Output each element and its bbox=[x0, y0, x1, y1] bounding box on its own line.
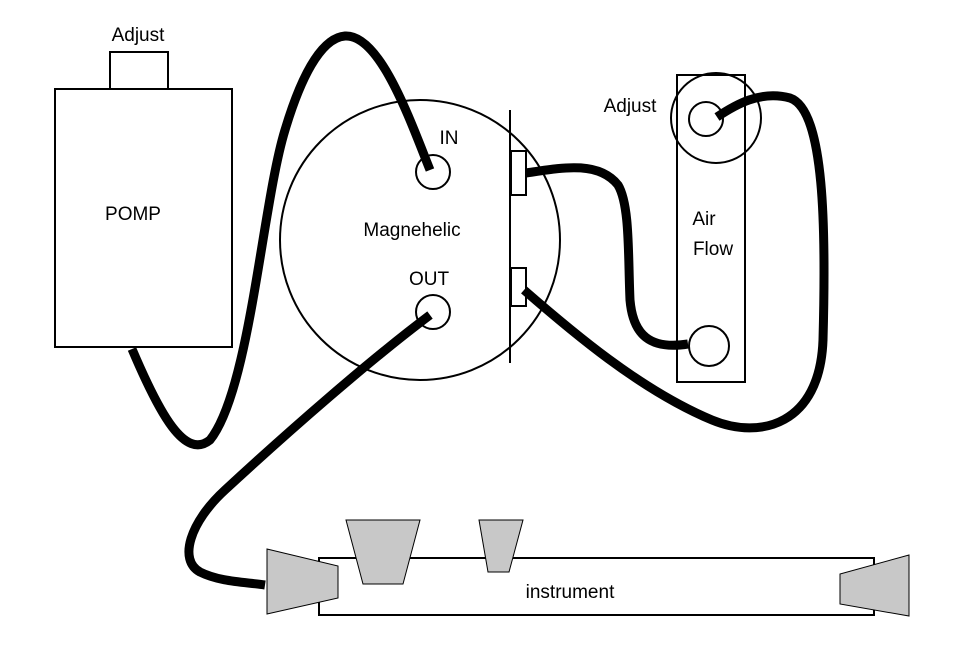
pump-adjust-label: Adjust bbox=[112, 25, 166, 46]
hose-gauge-to-airflow-top bbox=[521, 91, 829, 433]
pump-body bbox=[54, 88, 233, 348]
hose-gauge-out-to-instrument bbox=[184, 311, 433, 590]
gauge-out-label: OUT bbox=[409, 269, 450, 290]
airflow-top-port bbox=[688, 101, 724, 137]
instrument-label: instrument bbox=[526, 582, 615, 603]
instrument-top-fitting-small bbox=[478, 519, 524, 573]
airflow-label-line2: Flow bbox=[693, 239, 733, 260]
instrument-outlet-fitting bbox=[839, 554, 910, 617]
instrument-inlet-fitting bbox=[266, 548, 339, 615]
gauge-side-port-top bbox=[510, 150, 527, 196]
pump-adjust-knob bbox=[109, 51, 169, 90]
gauge-label: Magnehelic bbox=[363, 220, 460, 241]
pump-label: POMP bbox=[105, 204, 161, 225]
airflow-label-line1: Air bbox=[692, 209, 716, 230]
airflow-bottom-port bbox=[688, 325, 730, 367]
gauge-side-port-bottom bbox=[510, 267, 527, 307]
gauge-in-label: IN bbox=[440, 128, 459, 149]
airflow-adjust-label: Adjust bbox=[604, 96, 658, 117]
instrument-top-fitting-large bbox=[345, 519, 421, 585]
hose-gauge-to-airflow-bottom bbox=[525, 163, 689, 350]
hose-pump-to-gauge-in bbox=[127, 31, 435, 450]
gauge-in-port bbox=[415, 154, 451, 190]
airflow-adjust-ring bbox=[670, 72, 762, 164]
magnehelic-gauge bbox=[279, 99, 561, 381]
